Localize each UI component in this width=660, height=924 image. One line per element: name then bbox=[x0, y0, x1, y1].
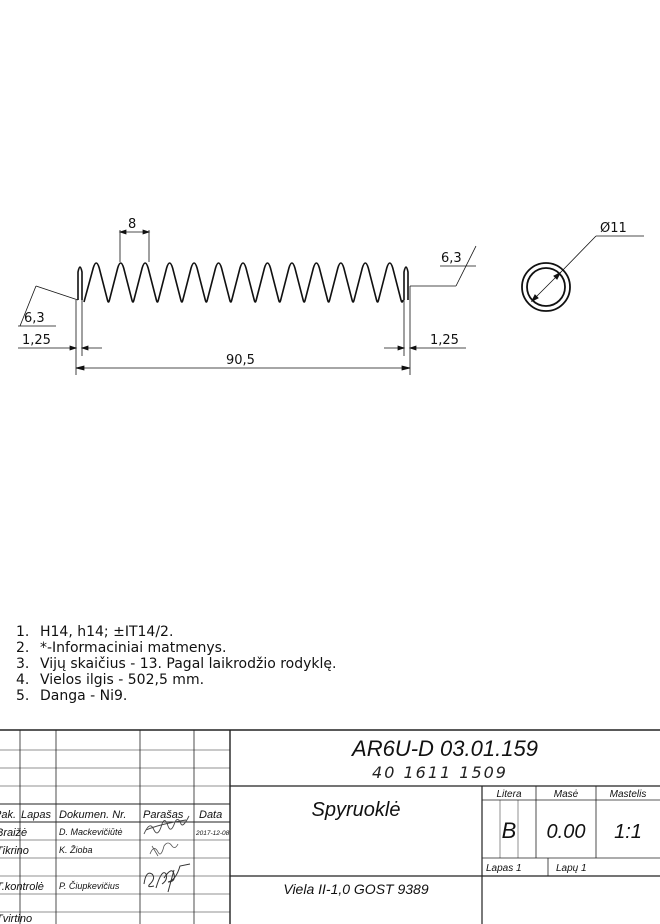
header-dokumen: Dokumen. Nr. bbox=[59, 809, 126, 821]
note-text: Vielos ilgis - 502,5 mm. bbox=[40, 672, 204, 688]
note-number: 5. bbox=[16, 688, 29, 704]
lapu-label: Lapų 1 bbox=[556, 863, 587, 874]
spring-end-coil-right bbox=[403, 266, 409, 300]
note-text: Vijų skaičius - 13. Pagal laikrodžio rod… bbox=[40, 656, 336, 672]
row-role: Tvirtino bbox=[0, 913, 32, 924]
mastelis-value: 1:1 bbox=[614, 821, 642, 843]
header-data: Data bbox=[199, 809, 222, 821]
spring-end-coil-left bbox=[77, 266, 83, 300]
dim-wire-angle-left: 6,3 bbox=[24, 311, 45, 326]
mase-label: Masė bbox=[554, 789, 579, 800]
mase-value: 0.00 bbox=[547, 821, 586, 843]
header-pak: Pak. bbox=[0, 809, 16, 821]
litera-label: Litera bbox=[496, 789, 521, 800]
material-spec: Viela II-1,0 GOST 9389 bbox=[283, 881, 428, 897]
header-parasas: Parašas bbox=[143, 809, 184, 821]
note-number: 1. bbox=[16, 624, 29, 640]
handwritten-code: 40 1611 1509 bbox=[372, 763, 508, 782]
row-role: Braižė bbox=[0, 827, 27, 839]
signature-zioba bbox=[149, 842, 179, 857]
row-name: D. Mackevičiūtė bbox=[59, 827, 123, 837]
mastelis-label: Mastelis bbox=[610, 789, 647, 800]
note-number: 4. bbox=[16, 672, 29, 688]
row-date: 2017-12-08 bbox=[195, 830, 230, 837]
note-text: *-Informaciniai matmenys. bbox=[40, 640, 226, 656]
row-role: Tikrino bbox=[0, 845, 29, 857]
note-number: 3. bbox=[16, 656, 29, 672]
note-number: 2. bbox=[16, 640, 29, 656]
part-name: Spyruoklė bbox=[312, 799, 401, 821]
signature-ciupkevicius bbox=[143, 863, 191, 893]
dim-end-left: 1,25 bbox=[22, 333, 51, 348]
document-code: AR6U-D 03.01.159 bbox=[350, 736, 538, 761]
note-text: H14, h14; ±IT14/2. bbox=[40, 624, 173, 640]
row-name: K. Žioba bbox=[59, 845, 93, 855]
dim-end-right: 1,25 bbox=[430, 333, 459, 348]
row-role: T.kontrolė bbox=[0, 881, 44, 893]
header-lapas: Lapas bbox=[21, 809, 51, 821]
spring-end-view bbox=[521, 235, 644, 312]
dimension-lines bbox=[18, 229, 477, 375]
spring-drawing bbox=[77, 262, 409, 303]
dim-length: 90,5 bbox=[226, 353, 255, 368]
technical-notes: 1. H14, h14; ±IT14/2. 2. *-Informaciniai… bbox=[16, 624, 336, 704]
spring-coils bbox=[83, 262, 404, 303]
lapas-label: Lapas 1 bbox=[486, 863, 522, 874]
dim-diameter: Ø11 bbox=[600, 221, 627, 236]
dim-pitch: 8 bbox=[128, 217, 136, 232]
title-block bbox=[0, 729, 660, 924]
signature-mackeviciute bbox=[143, 815, 190, 835]
note-text: Danga - Ni9. bbox=[40, 688, 127, 704]
row-name: P. Čiupkevičius bbox=[59, 881, 120, 891]
dim-wire-angle-right: 6,3 bbox=[441, 251, 462, 266]
litera-value: B bbox=[502, 818, 517, 843]
